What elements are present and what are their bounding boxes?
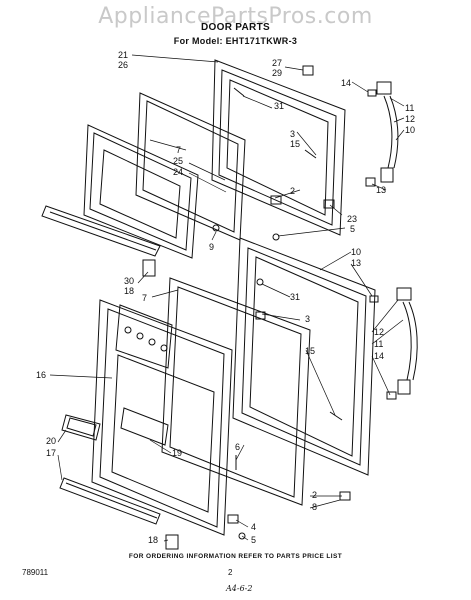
callout-labels: 21 26 27 29 14 11 12 10 31 3 15 7 25 24 … (36, 50, 415, 545)
callout-21: 21 (118, 50, 128, 60)
callout-15b: 15 (305, 346, 315, 356)
ordering-note: FOR ORDERING INFORMATION REFER TO PARTS … (128, 553, 343, 560)
callout-10b: 10 (351, 247, 361, 257)
callout-14: 14 (341, 78, 351, 88)
freezer-shelf-bar (41, 205, 161, 257)
callout-31b: 31 (290, 292, 300, 302)
fresh-food-door-gasket (161, 277, 311, 506)
callout-24: 24 (173, 167, 183, 177)
callout-9: 9 (209, 242, 214, 252)
callout-4: 4 (251, 522, 256, 532)
callout-3b: 3 (305, 314, 310, 324)
watermark: AppliancePartsPros.com (98, 4, 373, 29)
fresh-food-shelf-bar (59, 477, 161, 525)
handwritten-note: A4-6-2 (226, 584, 253, 593)
freezer-hinge-top (376, 81, 399, 183)
callout-17: 17 (46, 448, 56, 458)
callout-30: 30 (124, 276, 134, 286)
callout-27: 27 (272, 58, 282, 68)
callout-20: 20 (46, 436, 56, 446)
freezer-small-parts (142, 65, 377, 277)
callout-3: 3 (290, 129, 295, 139)
butter-dish (61, 414, 101, 441)
callout-12: 12 (405, 114, 415, 124)
callout-31: 31 (274, 101, 284, 111)
callout-15: 15 (290, 139, 300, 149)
callout-5: 5 (350, 224, 355, 234)
freezer-door-outer-panel (211, 59, 346, 236)
callout-7: 7 (176, 145, 181, 155)
callout-6: 6 (235, 442, 240, 452)
page-number: 2 (228, 568, 233, 577)
callout-14b: 14 (374, 351, 384, 361)
callout-29: 29 (272, 68, 282, 78)
callout-23: 23 (347, 214, 357, 224)
callout-7b: 7 (142, 293, 147, 303)
callout-13b: 13 (351, 258, 361, 268)
callout-8: 8 (312, 502, 317, 512)
fresh-food-hinge (396, 287, 418, 395)
callout-10: 10 (405, 125, 415, 135)
callout-12b: 12 (374, 327, 384, 337)
leader-lines (49, 54, 405, 542)
callout-2: 2 (290, 186, 295, 196)
callout-18b: 18 (148, 535, 158, 545)
callout-25: 25 (173, 156, 183, 166)
callout-11: 11 (405, 103, 414, 113)
callout-11b: 11 (374, 339, 383, 349)
callout-18: 18 (124, 286, 134, 296)
callout-19: 19 (172, 448, 182, 458)
page-title: DOOR PARTS (201, 22, 270, 33)
document-number: 789011 (22, 568, 49, 577)
callout-2b: 2 (312, 490, 317, 500)
fresh-food-door-liner (91, 299, 233, 536)
freezer-door-liner (83, 124, 199, 259)
fresh-food-door-outer-panel (232, 237, 376, 476)
callout-13: 13 (376, 185, 386, 195)
callout-5b: 5 (251, 535, 256, 545)
callout-26: 26 (118, 60, 128, 70)
callout-16: 16 (36, 370, 46, 380)
model-line: For Model: EHT171TKWR-3 (173, 36, 298, 46)
fresh-food-small-parts (165, 278, 397, 550)
